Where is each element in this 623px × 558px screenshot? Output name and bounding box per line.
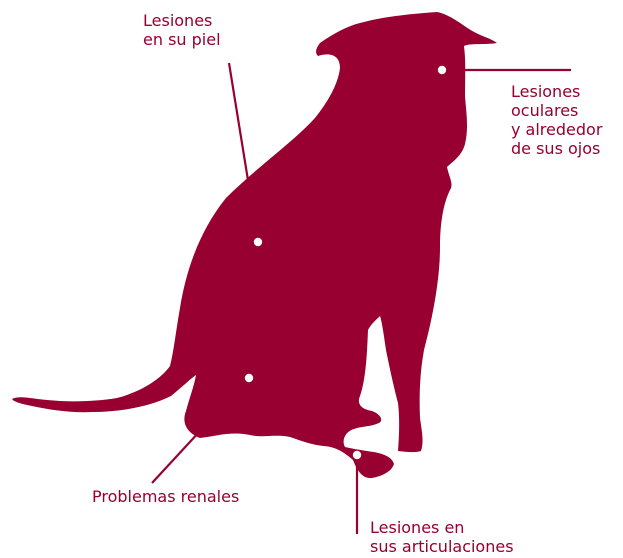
callout-dot-kidney [244,373,254,383]
callout-dot-eyes [437,65,447,75]
label-eyes-line-2: oculares [511,101,579,120]
label-joints-line-1: Lesiones en [370,518,465,537]
label-eyes-line-1: Lesiones [511,82,581,101]
label-skin-line-1: Lesiones [143,11,213,30]
callout-dots [244,65,447,460]
label-kidney-problems: Problemas renales [92,487,239,506]
label-joint-lesions: Lesiones en sus articulaciones [370,518,514,556]
label-eyes-line-4: de sus ojos [511,139,601,158]
label-skin-line-2: en su piel [143,30,221,49]
callout-line-kidney [151,377,250,484]
callout-line-skin [227,62,260,243]
callout-dot-joints [352,450,362,460]
dog-silhouette [12,12,497,479]
callout-dot-skin [253,237,263,247]
label-skin-lesions: Lesiones en su piel [143,11,221,49]
label-eye-lesions: Lesiones oculares y alrededor de sus ojo… [511,82,602,158]
label-eyes-line-3: y alrededor [511,120,603,139]
label-kidney-line-1: Problemas renales [92,487,240,506]
label-joints-line-2: sus articulaciones [370,537,514,556]
callout-lines [151,62,571,534]
